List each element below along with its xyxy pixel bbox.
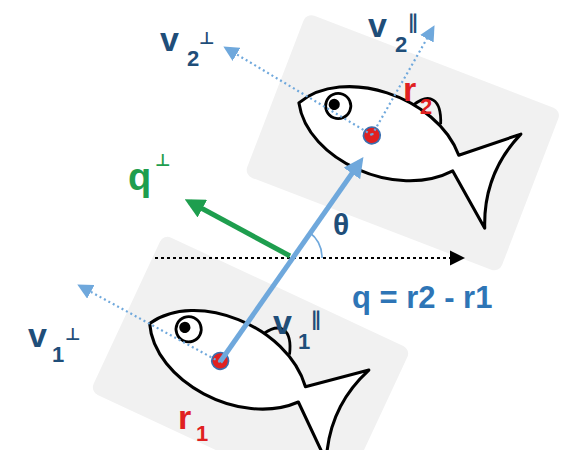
- superscript: ⊥: [155, 152, 171, 169]
- vector-symbol: q: [128, 158, 151, 196]
- vector-symbol: v: [160, 22, 179, 56]
- subscript: 1: [298, 331, 310, 353]
- position-symbol: r: [403, 72, 416, 106]
- subscript: 2: [395, 34, 407, 56]
- equation-label: q = r2 - r1: [352, 282, 492, 313]
- superscript: ∥: [311, 309, 321, 329]
- subscript: 2: [420, 96, 432, 118]
- subscript: 1: [196, 423, 208, 445]
- superscript: ⊥: [65, 326, 81, 343]
- subscript: 1: [52, 344, 64, 366]
- superscript: ∥: [408, 12, 418, 32]
- vector-symbol: v: [368, 8, 387, 42]
- angle-symbol: θ: [333, 210, 349, 240]
- vector-symbol: v: [273, 305, 292, 339]
- superscript: ⊥: [199, 30, 215, 47]
- subscript: 2: [187, 48, 199, 70]
- position-symbol: r: [178, 400, 191, 434]
- vector-symbol: v: [28, 318, 47, 352]
